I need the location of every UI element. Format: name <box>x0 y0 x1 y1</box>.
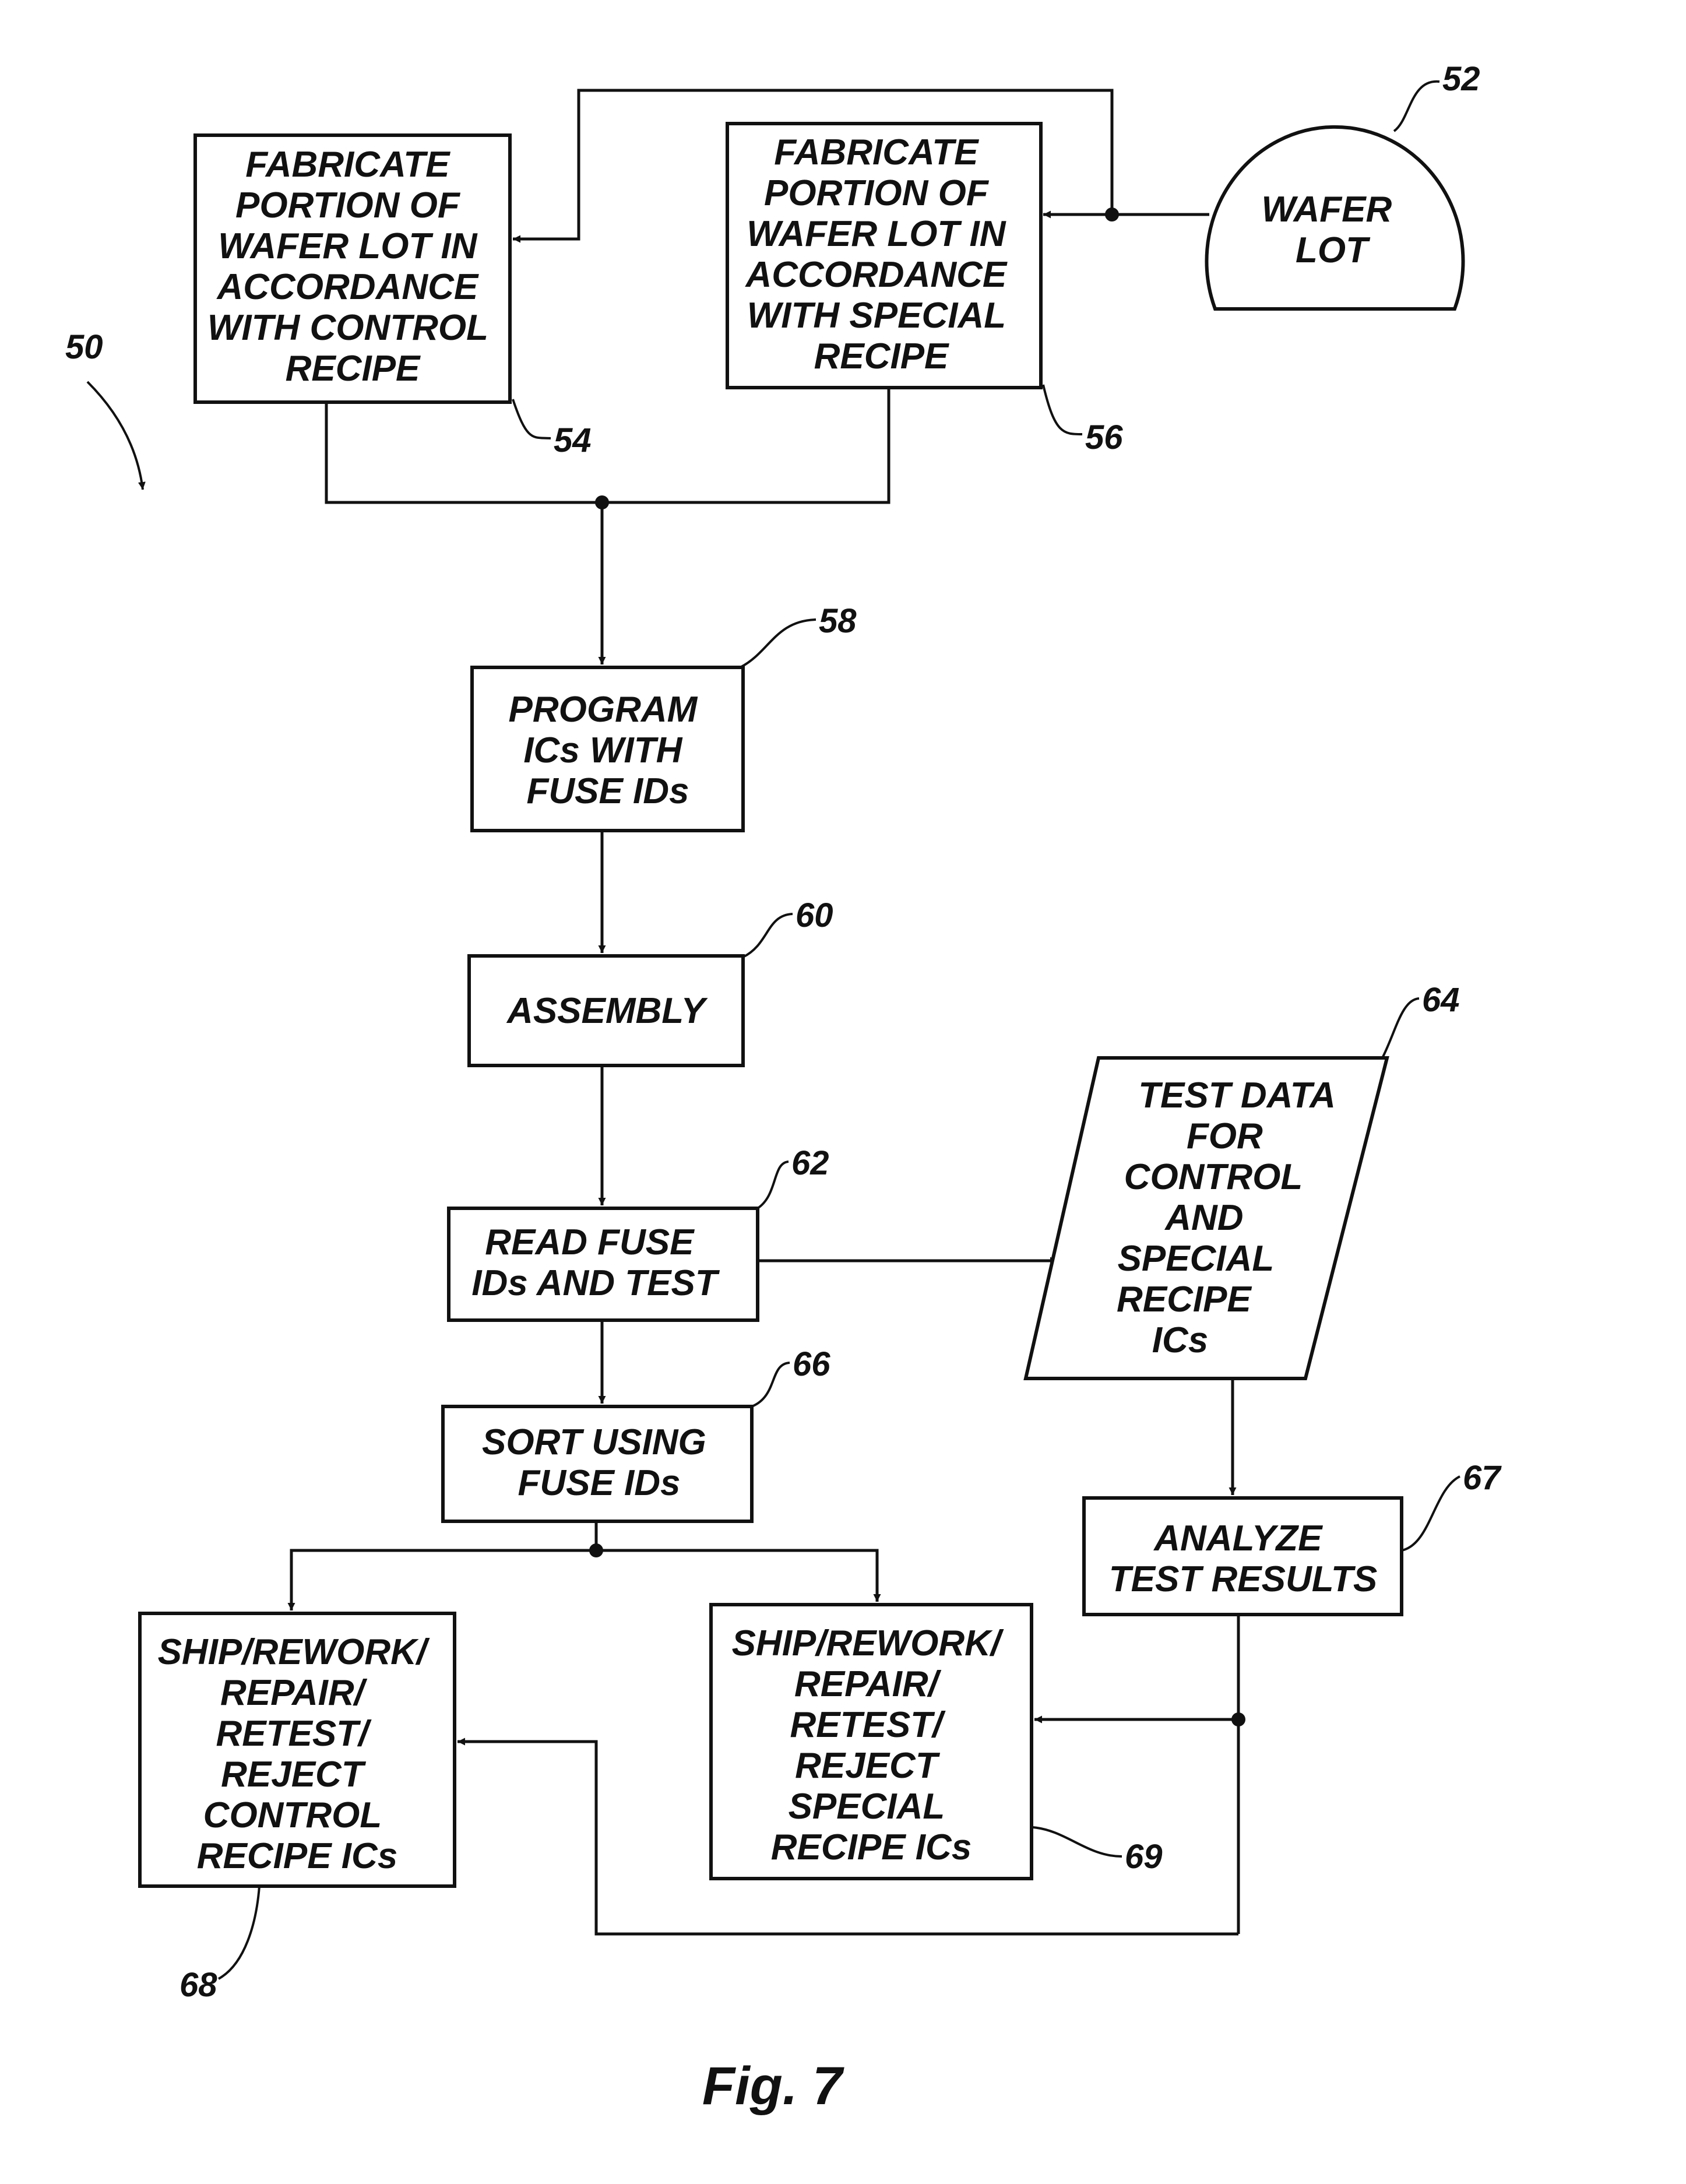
leader-analyze <box>1402 1476 1460 1550</box>
leader-figure <box>87 382 143 490</box>
sort-box: SORT USING FUSE IDs <box>443 1406 752 1521</box>
program-box: PROGRAM ICs WITH FUSE IDs <box>472 667 743 831</box>
test-data-box: TEST DATA FOR CONTROL AND SPECIAL RECIPE… <box>1026 1058 1387 1378</box>
leader-ship-control <box>219 1886 259 1979</box>
ref-control-fab: 54 <box>554 421 592 459</box>
ref-test-data: 64 <box>1422 981 1460 1019</box>
control-fab-box: FABRICATE PORTION OF WAFER LOT IN ACCORD… <box>195 135 510 402</box>
read-test-label: READ FUSE IDs AND TEST <box>471 1222 720 1303</box>
leader-assembly <box>743 914 793 957</box>
special-fab-box: FABRICATE PORTION OF WAFER LOT IN ACCORD… <box>727 124 1041 388</box>
ref-ship-special: 69 <box>1125 1838 1163 1876</box>
analyze-box: ANALYZE TEST RESULTS <box>1084 1498 1402 1615</box>
leader-read-test <box>758 1162 789 1208</box>
ship-control-box: SHIP/REWORK/ REPAIR/ RETEST/ REJECT CONT… <box>140 1613 455 1886</box>
leader-wafer-lot <box>1394 82 1439 131</box>
ref-read-test: 62 <box>791 1144 829 1182</box>
assembly-box: ASSEMBLY <box>469 956 743 1065</box>
leader-program <box>740 620 816 667</box>
leader-special-fab <box>1043 385 1082 434</box>
ref-sort: 66 <box>793 1345 830 1383</box>
ref-wafer-lot: 52 <box>1442 60 1480 98</box>
ref-program: 58 <box>819 602 857 640</box>
wafer-lot-node: WAFER LOT <box>1207 127 1463 309</box>
ref-special-fab: 56 <box>1085 418 1123 456</box>
arrow-sort-to-ship-control <box>291 1550 596 1610</box>
leader-ship-special <box>1033 1827 1122 1856</box>
assembly-label: ASSEMBLY <box>506 991 709 1031</box>
leader-control-fab <box>513 399 551 438</box>
figure-caption: Fig. 7 <box>702 2056 844 2116</box>
program-label: PROGRAM ICs WITH FUSE IDs <box>508 690 707 811</box>
read-test-box: READ FUSE IDs AND TEST <box>449 1208 758 1320</box>
ship-special-box: SHIP/REWORK/ REPAIR/ RETEST/ REJECT SPEC… <box>711 1605 1032 1879</box>
arrow-sort-to-ship-special <box>596 1550 877 1602</box>
ref-ship-control: 68 <box>179 1966 217 2004</box>
leader-sort <box>752 1363 790 1406</box>
ref-analyze: 67 <box>1463 1459 1502 1497</box>
line-special-down <box>602 388 889 502</box>
ref-assembly: 60 <box>796 896 833 934</box>
leader-test-data <box>1382 998 1419 1058</box>
ref-figure: 50 <box>65 328 103 366</box>
